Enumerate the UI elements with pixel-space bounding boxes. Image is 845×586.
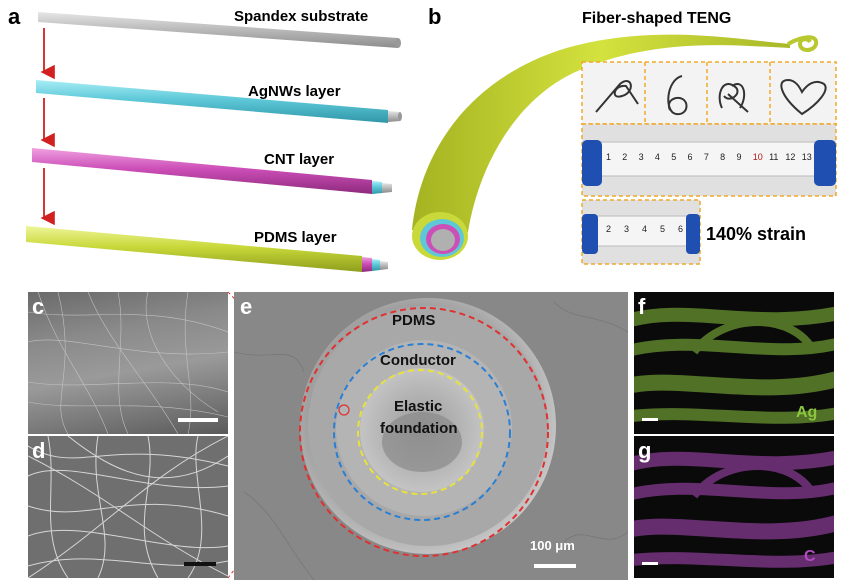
panel-e-sem-cross-section: e PDMS Conductor Elastic foundation 100 … xyxy=(234,292,628,580)
ruler-tick-label: 5 xyxy=(671,152,677,162)
panel-d-sem: d xyxy=(28,436,228,578)
ring-label-pdms: PDMS xyxy=(392,312,436,329)
ruler-tick-label: 2 xyxy=(622,152,628,162)
rod-pdms xyxy=(26,226,388,272)
ruler-tick-label: 5 xyxy=(660,224,666,234)
cross-section-image xyxy=(234,292,628,580)
sem-nanowire-network xyxy=(28,436,228,578)
panel-c-sem: c xyxy=(28,292,228,434)
ring-outer-pdms xyxy=(299,307,549,557)
ruler-tick-label: 6 xyxy=(687,152,693,162)
ring-middle-conductor xyxy=(333,343,511,521)
ring-label-elastic: Elastic xyxy=(394,398,443,415)
ruler-tick-label: 4 xyxy=(642,224,648,234)
layer-label-spandex: Spandex substrate xyxy=(234,8,369,25)
ruler-photo-strained xyxy=(581,199,701,265)
ruler-tick-label: 7 xyxy=(703,152,709,162)
panel-label-f: f xyxy=(638,294,646,319)
ruler-tick-label: 3 xyxy=(638,152,644,162)
ruler-tick-label: 12 xyxy=(785,152,796,162)
ruler-tick-label: 13 xyxy=(801,152,812,162)
fiber-title: Fiber-shaped TENG xyxy=(582,10,732,27)
rod-spandex xyxy=(38,12,401,48)
element-label-ag: Ag xyxy=(796,404,818,421)
panel-label-b: b xyxy=(428,4,442,29)
fiber-cross-section xyxy=(412,212,468,260)
ruler-tick-label: 11 xyxy=(769,152,779,162)
ruler-tick-label: 8 xyxy=(720,152,726,162)
ruler-tick-label: 2 xyxy=(606,224,612,234)
panel-a: a xyxy=(0,0,410,290)
ring-label-conductor: Conductor xyxy=(380,352,456,369)
ring-label-foundation: foundation xyxy=(380,420,458,437)
scale-bar-label: 100 μm xyxy=(530,538,575,553)
panel-label-a: a xyxy=(8,4,21,29)
panel-label-d: d xyxy=(32,438,46,463)
sem-fiber-surface xyxy=(28,292,228,434)
panel-label-c: c xyxy=(32,294,45,319)
zoom-marker xyxy=(338,404,350,416)
ruler-tick-label: 3 xyxy=(624,224,630,234)
layer-label-agnws: AgNWs layer xyxy=(248,83,341,100)
fiber-illustration xyxy=(412,34,837,265)
ag-element-map xyxy=(634,306,834,424)
shape-photos xyxy=(581,61,837,125)
rod-agnws xyxy=(36,80,402,123)
ruler-photo xyxy=(581,123,837,197)
ruler-tick-label: 10 xyxy=(752,152,763,162)
ruler-tick-label: 9 xyxy=(736,152,742,162)
ruler-tick-label: 1 xyxy=(606,152,612,162)
ruler-tick-label: 6 xyxy=(678,224,684,234)
element-label-c: C xyxy=(804,548,816,565)
layer-label-pdms: PDMS layer xyxy=(254,229,337,246)
rod-cnt xyxy=(32,148,392,194)
strain-label: 140% strain xyxy=(706,224,807,244)
ruler-numbers-strained: 2 3 4 5 6 xyxy=(606,222,696,242)
ruler-tick-label: 4 xyxy=(654,152,660,162)
layer-diagram xyxy=(26,12,402,272)
layer-label-cnt: CNT layer xyxy=(264,151,335,168)
panel-g-c-map: g C xyxy=(634,436,834,578)
panel-label-e: e xyxy=(240,294,253,319)
c-element-map xyxy=(634,450,834,568)
panel-label-g: g xyxy=(638,438,652,463)
panel-b: b Fiber-shaped TENG xyxy=(410,0,845,290)
ring-inner-foundation xyxy=(357,369,483,495)
panel-f-ag-map: f Ag xyxy=(634,292,834,434)
